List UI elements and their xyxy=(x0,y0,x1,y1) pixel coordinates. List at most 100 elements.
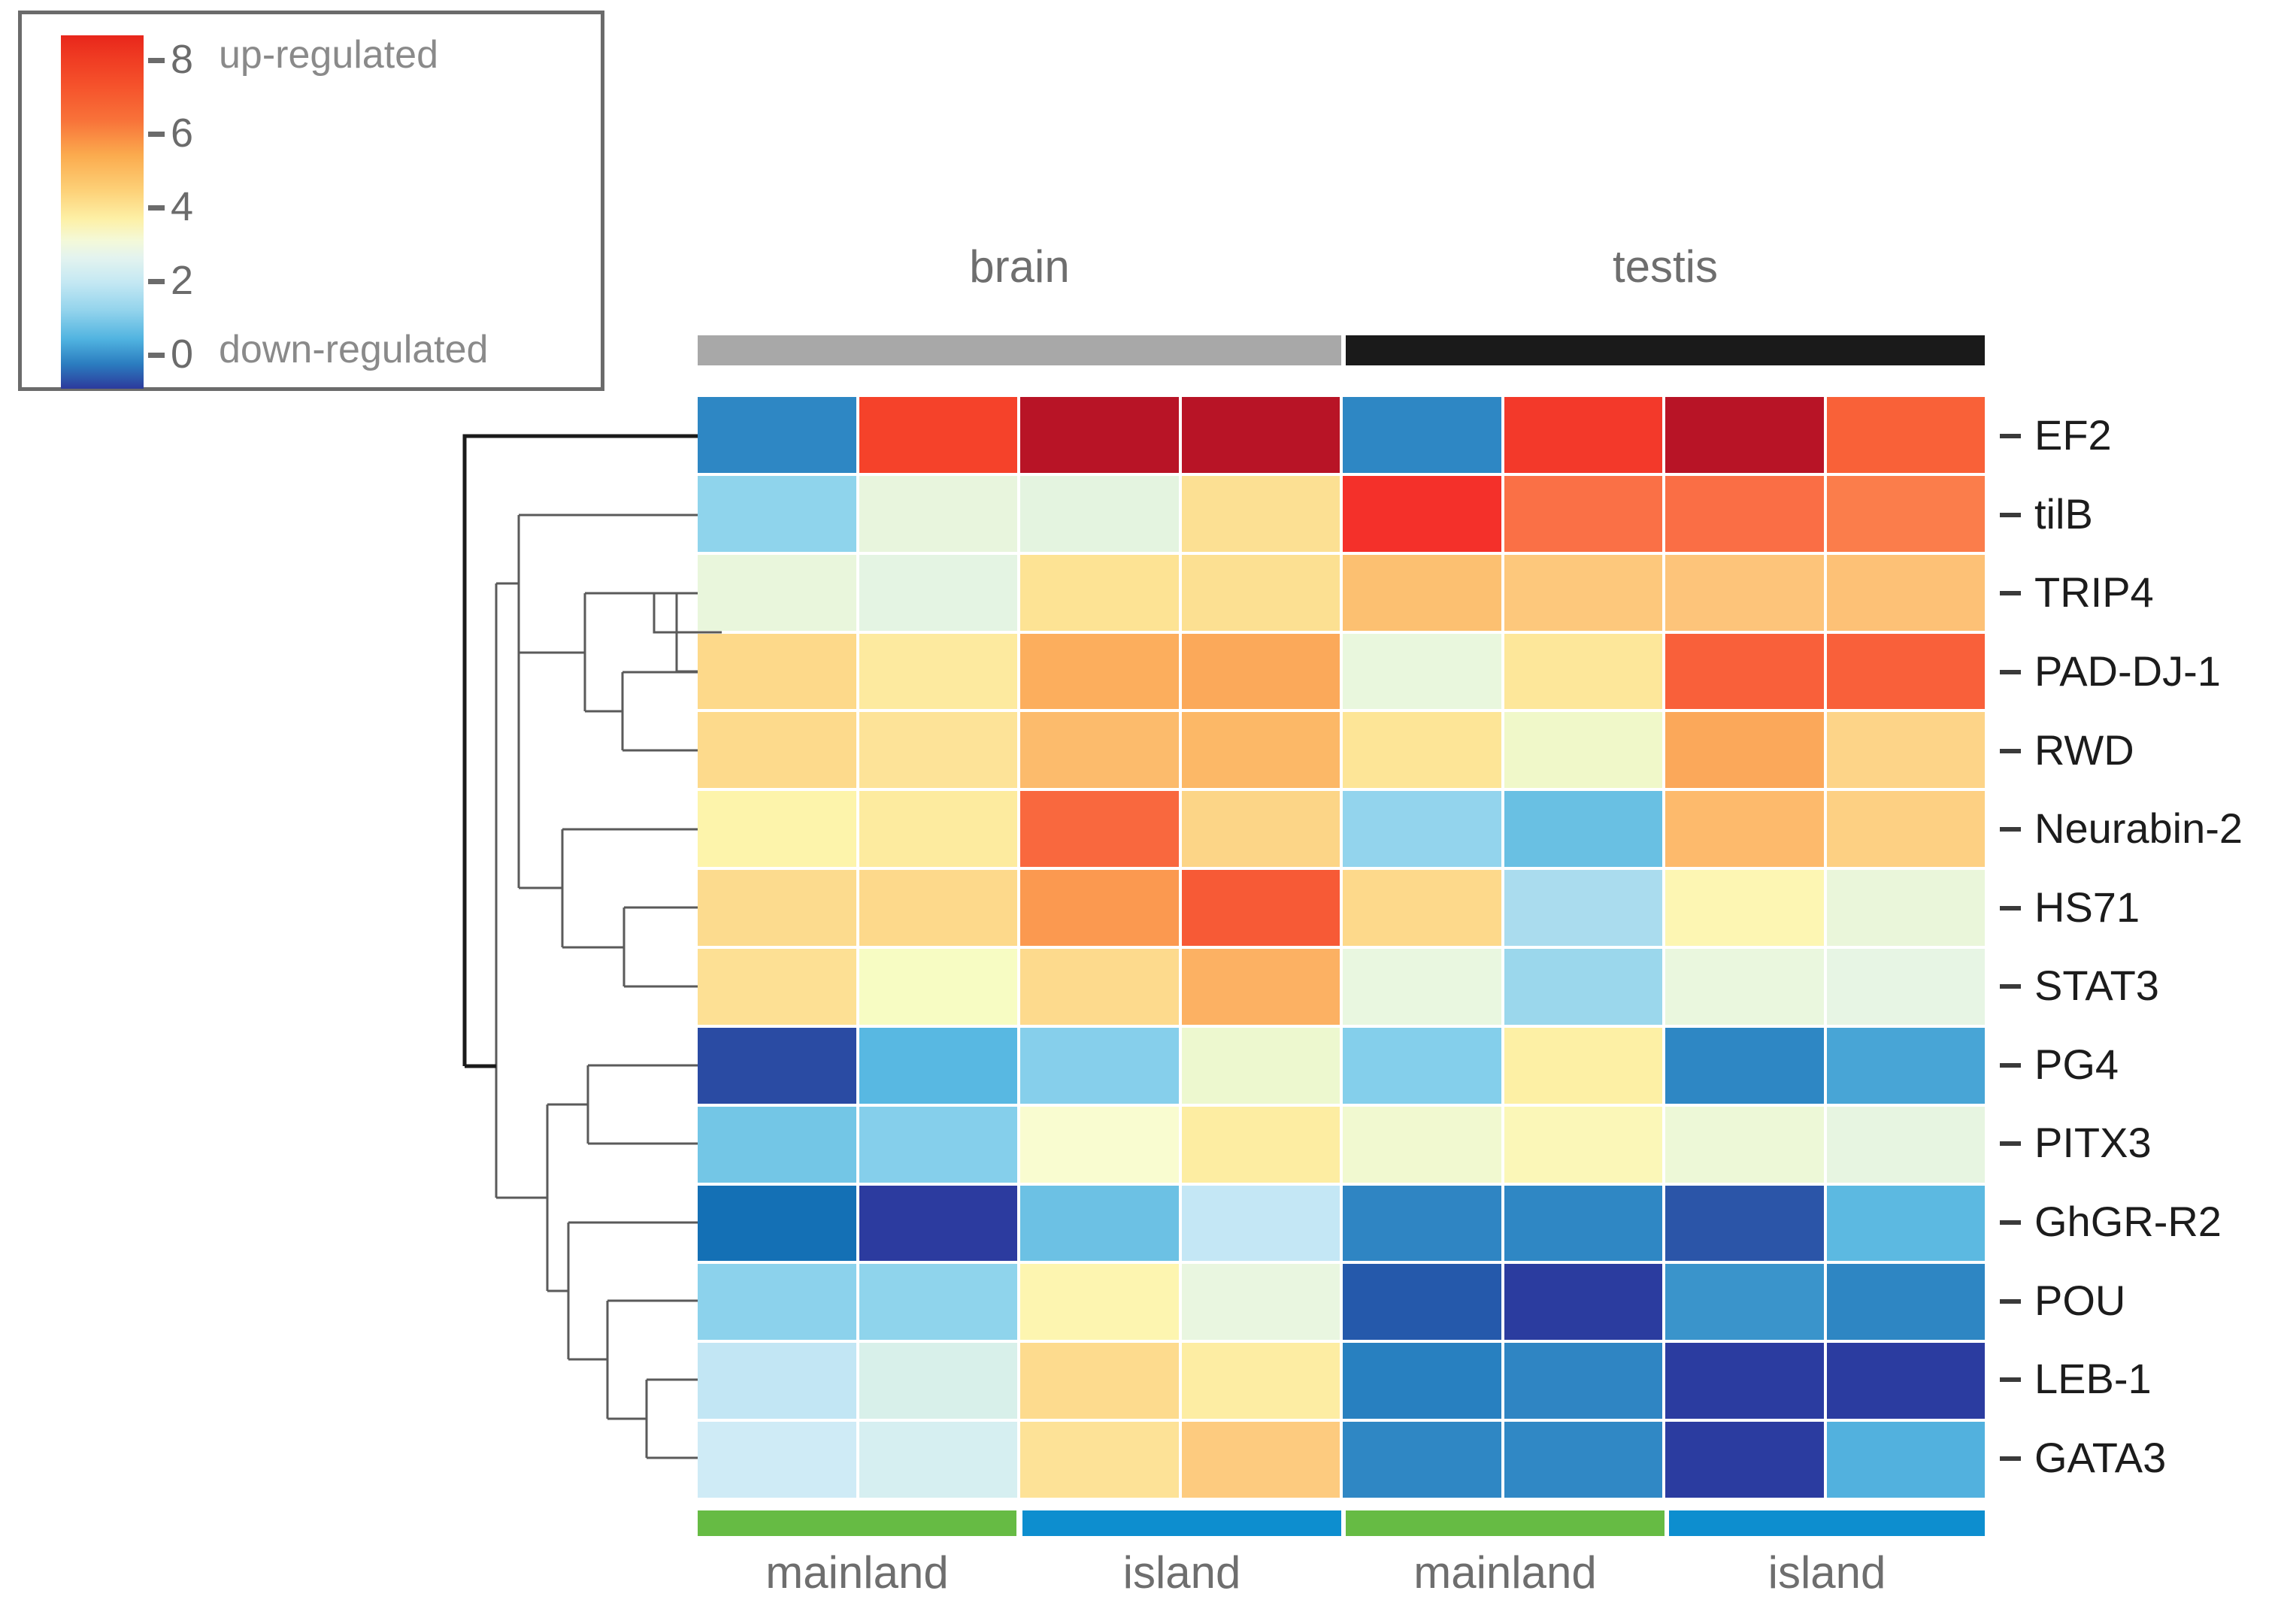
row-label-pou: POU xyxy=(2034,1280,2125,1322)
heatmap-cell xyxy=(859,634,1018,710)
heatmap-cell xyxy=(698,791,856,867)
row-tick xyxy=(2000,1456,2021,1461)
heatmap-cell xyxy=(1343,791,1501,867)
heatmap-cell xyxy=(859,1264,1018,1340)
heatmap-cell xyxy=(859,476,1018,552)
heatmap-cell xyxy=(1665,1422,1824,1498)
heatmap-cell xyxy=(1343,634,1501,710)
heatmap-cell xyxy=(1827,1422,1986,1498)
heatmap-cell xyxy=(698,1107,856,1183)
row-label-gata3: GATA3 xyxy=(2034,1437,2166,1479)
heatmap-cell xyxy=(1020,949,1179,1025)
row-label-pg4: PG4 xyxy=(2034,1044,2119,1086)
row-tick xyxy=(2000,1141,2021,1146)
heatmap-cell xyxy=(1182,1343,1340,1419)
heatmap-cell xyxy=(1343,1028,1501,1104)
heatmap-cell xyxy=(1504,712,1663,788)
heatmap-cell xyxy=(1182,712,1340,788)
row-tick xyxy=(2000,1063,2021,1068)
heatmap-cell xyxy=(1665,634,1824,710)
heatmap-cell xyxy=(1020,555,1179,631)
colorbar-gradient xyxy=(61,35,144,389)
heatmap-cell xyxy=(698,1028,856,1104)
tissue-label-brain: brain xyxy=(698,244,1341,289)
heatmap-cell xyxy=(1827,1343,1986,1419)
heatmap-cell xyxy=(1665,1186,1824,1262)
heatmap-cell xyxy=(1343,712,1501,788)
heatmap-cell xyxy=(1827,476,1986,552)
heatmap-cell xyxy=(1665,1107,1824,1183)
heatmap-cell xyxy=(859,1107,1018,1183)
colorbar-tick-8 xyxy=(148,58,165,63)
heatmap-cell xyxy=(859,397,1018,473)
heatmap-cell xyxy=(859,870,1018,946)
heatmap-cell xyxy=(1182,476,1340,552)
heatmap-cell xyxy=(1020,791,1179,867)
heatmap-cell xyxy=(1504,397,1663,473)
heatmap-cell xyxy=(1827,949,1986,1025)
heatmap-cell xyxy=(1182,1264,1340,1340)
heatmap-cell xyxy=(1827,555,1986,631)
colorbar-tick-6 xyxy=(148,132,165,137)
heatmap-cell xyxy=(1343,870,1501,946)
heatmap-cell xyxy=(1827,712,1986,788)
legend-panel: 8 6 4 2 0 up-regulated down-regulated xyxy=(18,11,604,391)
group-bar-brain-mainland xyxy=(698,1510,1016,1536)
group-label-brain-mainland: mainland xyxy=(698,1550,1016,1595)
heatmap-cell xyxy=(1343,1422,1501,1498)
colorbar-tick-label-0: 0 xyxy=(171,334,193,374)
row-tick xyxy=(2000,827,2021,832)
heatmap-cell xyxy=(698,1343,856,1419)
heatmap-cell xyxy=(859,1422,1018,1498)
row-label-neurabin-2: Neurabin-2 xyxy=(2034,807,2243,850)
heatmap-cell xyxy=(1504,791,1663,867)
heatmap-cell xyxy=(1504,476,1663,552)
heatmap-cell xyxy=(1665,949,1824,1025)
heatmap-cell xyxy=(698,949,856,1025)
row-label-hs71: HS71 xyxy=(2034,886,2140,929)
heatmap-cell xyxy=(1182,397,1340,473)
heatmap-cell xyxy=(1343,1343,1501,1419)
heatmap-cell xyxy=(859,791,1018,867)
group-bar-testis-mainland xyxy=(1346,1510,1665,1536)
heatmap-cell xyxy=(1020,712,1179,788)
row-label-ef2: EF2 xyxy=(2034,414,2112,456)
heatmap-cell xyxy=(1827,791,1986,867)
heatmap-cell xyxy=(1020,1264,1179,1340)
heatmap-cell xyxy=(1504,634,1663,710)
heatmap-cell xyxy=(1020,476,1179,552)
colorbar-tick-label-8: 8 xyxy=(171,39,193,80)
row-tick xyxy=(2000,513,2021,517)
heatmap-cell xyxy=(1182,1422,1340,1498)
heatmap-cell xyxy=(859,712,1018,788)
heatmap-cell xyxy=(698,1264,856,1340)
row-tick xyxy=(2000,906,2021,910)
heatmap-cell xyxy=(1020,1028,1179,1104)
row-tick xyxy=(2000,434,2021,438)
heatmap-cell xyxy=(1665,1028,1824,1104)
heatmap-cell xyxy=(1504,949,1663,1025)
heatmap-cell xyxy=(859,1028,1018,1104)
heatmap-cell xyxy=(1020,634,1179,710)
heatmap-cell xyxy=(1665,870,1824,946)
heatmap-cell xyxy=(1343,1264,1501,1340)
row-label-tilb: tilB xyxy=(2034,493,2093,535)
row-tick xyxy=(2000,1377,2021,1382)
row-tick xyxy=(2000,1220,2021,1225)
heatmap-cell xyxy=(1182,1028,1340,1104)
heatmap-cell xyxy=(859,1186,1018,1262)
up-regulated-label: up-regulated xyxy=(219,35,438,74)
heatmap-cell xyxy=(1182,1107,1340,1183)
heatmap-cell xyxy=(698,870,856,946)
row-label-stat3: STAT3 xyxy=(2034,965,2159,1007)
group-label-testis-island: island xyxy=(1669,1550,1985,1595)
colorbar-tick-2 xyxy=(148,279,165,284)
heatmap-cell xyxy=(1182,1186,1340,1262)
heatmap-cell xyxy=(1504,870,1663,946)
heatmap-cell xyxy=(1343,555,1501,631)
group-label-brain-island: island xyxy=(1022,1550,1341,1595)
colorbar-tick-4 xyxy=(148,205,165,211)
row-label-ghgr-r2: GhGR-R2 xyxy=(2034,1201,2222,1243)
row-dendrogram xyxy=(421,376,722,1519)
heatmap-cell xyxy=(1020,1422,1179,1498)
